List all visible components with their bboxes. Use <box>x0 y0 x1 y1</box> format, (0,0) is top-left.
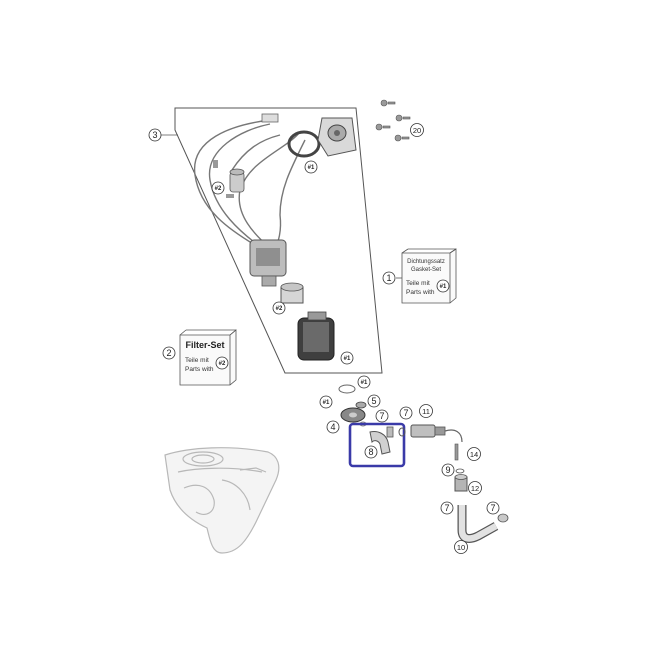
ref-2a-label: #2 <box>215 186 222 192</box>
pump-upper-housing <box>249 239 287 287</box>
callout-4-label: 4 <box>330 422 335 432</box>
callout-11-label: 11 <box>422 407 430 416</box>
pin-14 <box>454 443 459 461</box>
callout-10: 10 <box>454 540 468 554</box>
o-ring-7b <box>398 427 406 437</box>
fuel-tank <box>164 447 280 554</box>
ref-1a-label: #1 <box>308 165 315 171</box>
filter-set-box <box>179 329 237 386</box>
callout-7d: 7 <box>486 501 500 515</box>
filter-title: Filter-Set <box>185 340 224 350</box>
gasket-title-de: Dichtungssatz <box>407 259 445 265</box>
callout-8: 8 <box>364 445 378 459</box>
callout-7c-label: 7 <box>444 503 449 513</box>
clip-small <box>213 160 218 168</box>
clip-small-2 <box>226 194 234 198</box>
callout-9: 9 <box>441 463 455 477</box>
fuel-pump-motor <box>297 311 335 361</box>
pump-flange <box>317 117 357 157</box>
ref-2c: #2 <box>215 356 229 370</box>
callout-10-label: 10 <box>457 543 465 552</box>
ref-1e: #1 <box>436 279 450 293</box>
callout-2-label: 2 <box>166 348 171 358</box>
callout-7c: 7 <box>440 501 454 515</box>
fuel-hose <box>457 505 509 543</box>
highlight-part-8 <box>348 422 406 468</box>
callout-7a-label: 7 <box>379 411 384 421</box>
callout-9-label: 9 <box>445 465 450 475</box>
screws-group <box>375 99 411 142</box>
ref-1d-label: #1 <box>323 400 330 406</box>
filter-sleeve <box>280 282 304 304</box>
callout-7b: 7 <box>399 406 413 420</box>
seal-stack <box>338 384 367 427</box>
callout-3-label: 3 <box>152 130 157 140</box>
callout-5: 5 <box>367 394 381 408</box>
callout-2: 2 <box>162 346 176 360</box>
flange-ring <box>287 130 321 158</box>
callout-3: 3 <box>148 128 162 142</box>
callout-7a: 7 <box>375 409 389 423</box>
quick-connector <box>410 424 463 443</box>
filter-line-en: Parts with <box>185 366 214 373</box>
ref-1c: #1 <box>357 375 371 389</box>
callout-5-label: 5 <box>371 396 376 406</box>
callout-7d-label: 7 <box>490 503 495 513</box>
filter-line-de: Teile mit <box>185 357 209 364</box>
callout-14: 14 <box>467 447 481 461</box>
callout-7b-label: 7 <box>403 408 408 418</box>
ref-1b: #1 <box>340 351 354 365</box>
ref-1b-label: #1 <box>344 356 351 362</box>
elbow-fitting <box>369 426 394 455</box>
ref-1c-label: #1 <box>361 380 368 386</box>
callout-20: 20 <box>410 123 424 137</box>
callout-11: 11 <box>419 404 433 418</box>
callout-4: 4 <box>326 420 340 434</box>
gasket-title-en: Gasket-Set <box>411 267 441 273</box>
ref-2a: #2 <box>211 181 225 195</box>
callout-1-label: 1 <box>386 273 391 283</box>
gasket-line-en: Parts with <box>406 289 435 296</box>
callout-8-label: 8 <box>368 447 373 457</box>
hose-fitting <box>454 468 468 492</box>
ref-2b: #2 <box>272 301 286 315</box>
pressure-regulator <box>229 168 245 193</box>
wire-connector <box>261 113 279 123</box>
callout-14-label: 14 <box>470 450 478 459</box>
ref-2b-label: #2 <box>276 306 283 312</box>
ref-1d: #1 <box>319 395 333 409</box>
callout-12-label: 12 <box>471 484 479 493</box>
ref-2c-label: #2 <box>219 361 226 367</box>
callout-12: 12 <box>468 481 482 495</box>
gasket-line-de: Teile mit <box>406 280 430 287</box>
callout-20-label: 20 <box>413 126 421 135</box>
ref-1a: #1 <box>304 160 318 174</box>
ref-1e-label: #1 <box>440 284 447 290</box>
pump-assembly-outline <box>174 107 383 374</box>
callout-1: 1 <box>382 271 396 285</box>
